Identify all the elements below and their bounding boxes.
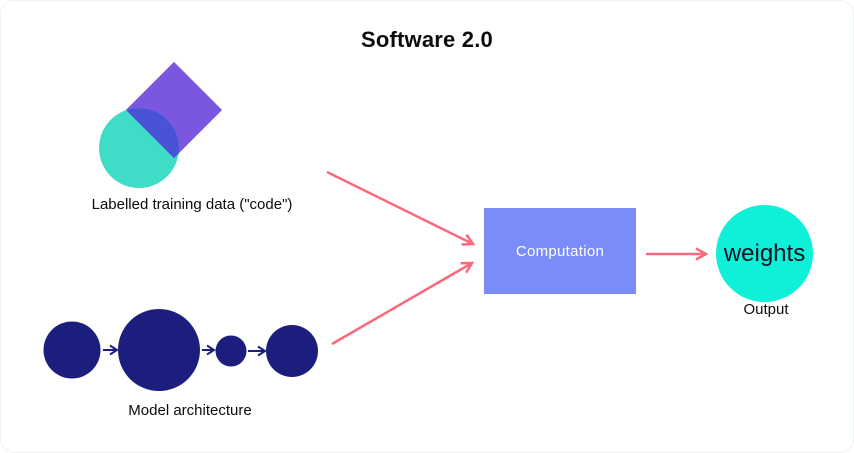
arrow-output-head: [695, 247, 709, 261]
training-data-shape: [99, 61, 223, 188]
model-node-2: [118, 309, 200, 391]
output-caption: Output: [743, 301, 789, 318]
output-node: weights: [716, 205, 813, 302]
flow-arrows: [326, 170, 709, 346]
model-node-1: [43, 321, 101, 379]
model-arrow-2-head: [206, 344, 216, 356]
arrow-model-head: [460, 261, 475, 274]
training-data-label: Labelled training data ("code"): [91, 196, 293, 213]
page-title: Software 2.0: [360, 27, 493, 52]
arrow-training-head: [461, 233, 476, 246]
computation-node: Computation: [484, 208, 636, 294]
model-node-3: [215, 335, 247, 367]
model-node-4: [266, 325, 318, 377]
arrow-model-to-computation: [331, 261, 473, 346]
model-architecture-arrows: [103, 344, 267, 357]
weights-label: weights: [723, 239, 806, 267]
model-architecture-shape: [43, 309, 318, 391]
computation-label: Computation: [515, 242, 605, 260]
model-arrow-3-head: [257, 345, 267, 357]
arrow-training-to-computation: [326, 170, 474, 246]
model-arrow-1-head: [109, 344, 119, 356]
model-architecture-label: Model architecture: [128, 402, 252, 419]
